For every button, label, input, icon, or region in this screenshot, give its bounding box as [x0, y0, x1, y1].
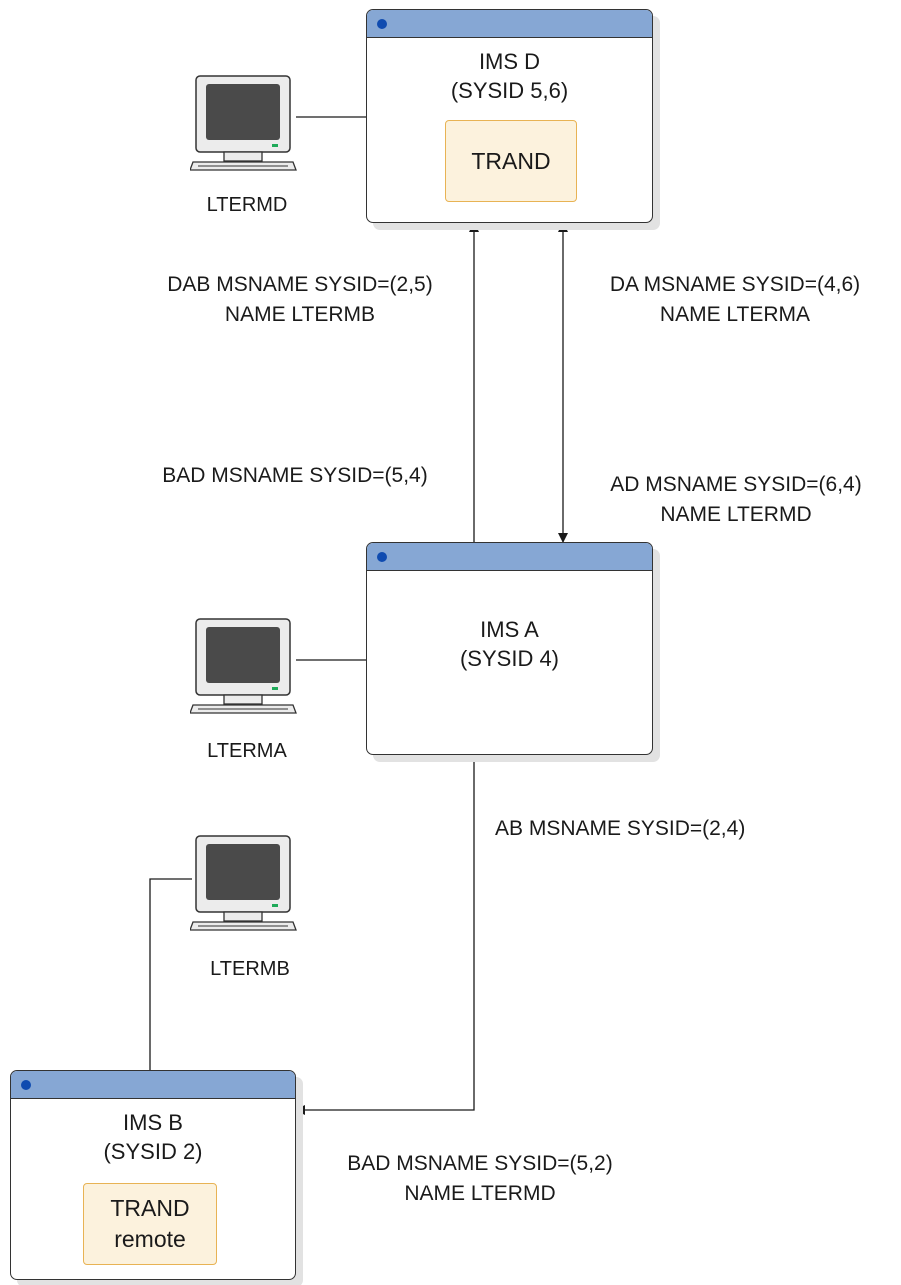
- ims-b-sysid: (SYSID 2): [103, 1139, 203, 1164]
- ims-b-window: IMS B (SYSID 2) TRAND remote: [10, 1070, 296, 1280]
- ims-d-title: IMS D (SYSID 5,6): [367, 47, 652, 105]
- ims-a-title-bar: [367, 543, 652, 571]
- window-dot-icon: [21, 1080, 31, 1090]
- ltermb-link: [149, 878, 192, 1070]
- link-label-ab: AB MSNAME SYSID=(2,4): [495, 814, 815, 844]
- ims-b-title-bar: [11, 1071, 295, 1099]
- ims-a-sysid: (SYSID 4): [459, 646, 560, 671]
- link-ad-msname: AD MSNAME SYSID=(6,4): [610, 473, 862, 496]
- link-bad-a-msname: BAD MSNAME SYSID=(5,4): [162, 464, 428, 487]
- ims-d-transaction: TRAND: [445, 120, 577, 202]
- ims-d-title-bar: [367, 10, 652, 38]
- link-bad-b-name: NAME LTERMD: [404, 1182, 556, 1205]
- link-label-bad-b: BAD MSNAME SYSID=(5,2) NAME LTERMD: [315, 1149, 645, 1209]
- ims-d-name: IMS D: [478, 49, 541, 74]
- ims-b-transaction-remote: remote: [114, 1226, 186, 1252]
- link-a-to-b: [295, 757, 475, 1115]
- link-label-bad-a: BAD MSNAME SYSID=(5,4): [125, 461, 465, 491]
- ims-a-title: IMS A (SYSID 4): [367, 615, 652, 673]
- link-label-dab: DAB MSNAME SYSID=(2,5) NAME LTERMB: [130, 270, 470, 330]
- window-dot-icon: [377, 552, 387, 562]
- ims-d-sysid: (SYSID 5,6): [450, 78, 569, 103]
- ims-b-name: IMS B: [123, 1110, 183, 1135]
- ims-b-transaction: TRAND remote: [83, 1183, 217, 1265]
- link-label-ad: AD MSNAME SYSID=(6,4) NAME LTERMD: [575, 470, 897, 530]
- ims-a-window: IMS A (SYSID 4): [366, 542, 653, 755]
- link-da-name: NAME LTERMA: [659, 303, 811, 326]
- link-dab-msname: DAB MSNAME SYSID=(2,5): [167, 273, 433, 296]
- window-dot-icon: [377, 19, 387, 29]
- ims-b-title: IMS B (SYSID 2): [11, 1108, 295, 1166]
- computer-terminal-icon: [190, 618, 297, 714]
- ims-a-name: IMS A: [480, 617, 539, 642]
- link-ab-msname: AB MSNAME SYSID=(2,4): [495, 817, 746, 840]
- ims-b-transaction-label: TRAND: [110, 1195, 190, 1221]
- link-ad-name: NAME LTERMD: [660, 503, 812, 526]
- ltermb-label: LTERMB: [210, 958, 290, 980]
- ims-d-transaction-label: TRAND: [471, 148, 551, 174]
- computer-terminal-icon: [190, 835, 297, 931]
- link-da-msname: DA MSNAME SYSID=(4,6): [609, 273, 861, 296]
- computer-terminal-icon: [190, 75, 297, 171]
- link-label-da: DA MSNAME SYSID=(4,6) NAME LTERMA: [575, 270, 895, 330]
- link-dab-name: NAME LTERMB: [224, 303, 376, 326]
- ltermd-label: LTERMD: [206, 194, 288, 216]
- link-bad-b-msname: BAD MSNAME SYSID=(5,2): [347, 1152, 613, 1175]
- ims-d-window: IMS D (SYSID 5,6) TRAND: [366, 9, 653, 223]
- lterma-label: LTERMA: [207, 740, 287, 762]
